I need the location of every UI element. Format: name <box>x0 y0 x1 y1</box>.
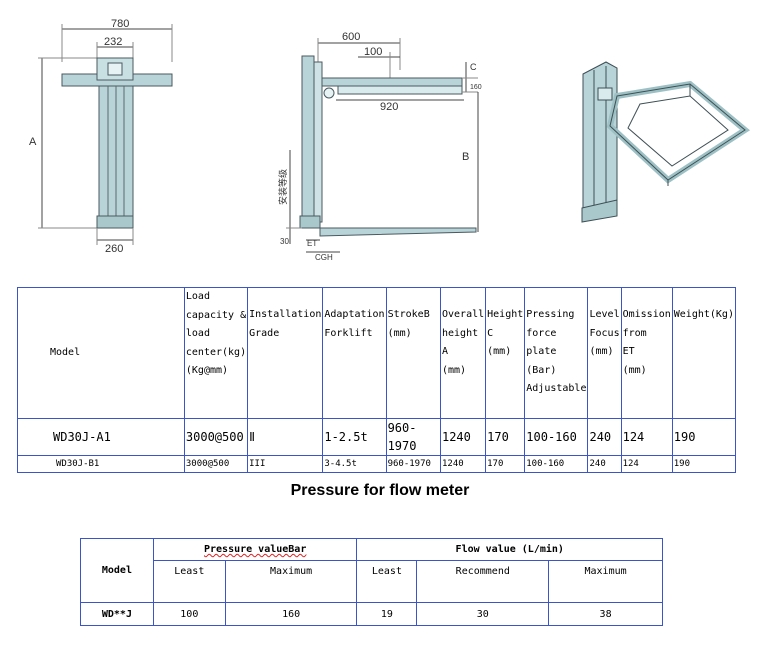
cell-omission: 124 <box>620 455 673 473</box>
table-row: WD30J-B1 3000@500 III 3-4.5t 960-1970 12… <box>17 455 737 473</box>
dim-a: A <box>29 136 37 148</box>
cell-stroke: 960-1970 <box>385 455 441 473</box>
header-omission: Omission from ET (mm) <box>620 287 673 419</box>
spec-header-row: Model Load capacity & load center(kg) (K… <box>17 287 737 419</box>
header-model: Model <box>17 287 185 419</box>
flow-subheader-row: Least Maximum Least Recommend Maximum <box>81 560 663 603</box>
flow-sub-f-least: Least <box>356 560 418 603</box>
cell-model: WD30J-A1 <box>17 418 185 456</box>
dim-920: 920 <box>380 101 398 113</box>
header-grade: Installation Grade <box>247 287 324 419</box>
dim-b: B <box>462 151 469 163</box>
flow-title: Pressure for flow meter <box>290 482 470 499</box>
flow-sub-p-max: Maximum <box>224 560 358 603</box>
flow-cell-p-max: 160 <box>224 602 358 626</box>
cell-height: 1240 <box>439 455 487 473</box>
flow-cell-f-least: 19 <box>356 602 418 626</box>
cell-forklift: 3-4.5t <box>322 455 387 473</box>
flow-header-model: Model <box>80 538 154 603</box>
flow-cell-f-rec: 30 <box>416 602 550 626</box>
dim-232: 232 <box>104 36 122 48</box>
front-view-drawing <box>38 24 173 245</box>
cell-grade: Ⅱ <box>247 418 324 456</box>
dim-160: 160 <box>470 84 482 91</box>
flow-cell-model: WD**J <box>80 602 154 626</box>
header-stroke: StrokeB (mm) <box>385 287 441 419</box>
flow-cell-p-least: 100 <box>152 602 226 626</box>
dim-100: 100 <box>364 46 382 58</box>
dim-et: ET <box>307 239 317 248</box>
cell-level: 240 <box>587 455 622 473</box>
dim-cgh: CGH <box>315 253 333 262</box>
flow-cell-f-max: 38 <box>548 602 663 626</box>
dim-780: 780 <box>111 18 129 30</box>
cell-omission: 124 <box>620 418 673 456</box>
cell-height: 1240 <box>439 418 487 456</box>
flow-table: Model Pressure valueBar Flow value (L/mi… <box>80 538 663 626</box>
technical-drawings: 780 232 A 260 600 10 <box>29 18 751 262</box>
dim-30: 30 <box>280 237 289 246</box>
cell-level: 240 <box>587 418 622 456</box>
cell-height-c: 170 <box>485 455 526 473</box>
header-level: Level Focus (mm) <box>587 287 622 419</box>
cell-pressing: 100-160 <box>524 418 589 456</box>
cell-stroke: 960-1970 <box>385 418 441 456</box>
header-pressing: Pressing force plate (Bar) Adjustable <box>524 287 589 419</box>
table-row: WD30J-A1 3000@500 Ⅱ 1-2.5t 960-1970 1240… <box>17 418 737 456</box>
flow-header-pressure: Pressure valueBar <box>152 538 358 561</box>
cell-pressing: 100-160 <box>524 455 589 473</box>
install-grade-label: 安装等级 <box>277 169 288 205</box>
flow-sub-p-least: Least <box>152 560 226 603</box>
dim-c: C <box>470 62 477 72</box>
side-view-drawing <box>286 38 479 253</box>
flow-sub-f-rec: Recommend <box>416 560 550 603</box>
spec-table: Model Load capacity & load center(kg) (K… <box>17 287 737 473</box>
dim-600: 600 <box>342 31 360 43</box>
flow-sub-f-max: Maximum <box>548 560 663 603</box>
header-load: Load capacity & load center(kg) (Kg@mm) <box>183 287 249 419</box>
dim-260: 260 <box>105 243 123 255</box>
cell-weight: 190 <box>671 455 737 473</box>
cell-weight: 190 <box>671 418 737 456</box>
flow-header-flow: Flow value (L/min) <box>356 538 663 561</box>
flow-header-row: Model Pressure valueBar Flow value (L/mi… <box>80 538 663 603</box>
table-row: WD**J 100 160 19 30 38 <box>80 602 663 626</box>
cell-model: WD30J-B1 <box>17 455 185 473</box>
header-forklift: Adaptation Forklift <box>322 287 387 419</box>
isometric-view-drawing <box>581 61 751 223</box>
header-height-c: Height C (mm) <box>485 287 526 419</box>
cell-load: 3000@500 <box>183 418 249 456</box>
cell-grade: III <box>247 455 324 473</box>
cell-height-c: 170 <box>485 418 526 456</box>
cell-forklift: 1-2.5t <box>322 418 387 456</box>
header-height: Overall height A (mm) <box>439 287 487 419</box>
cell-load: 3000@500 <box>183 455 249 473</box>
header-weight: Weight(Kg) <box>671 287 737 419</box>
flow-header-pressure-text: Pressure valueBar <box>204 544 307 555</box>
